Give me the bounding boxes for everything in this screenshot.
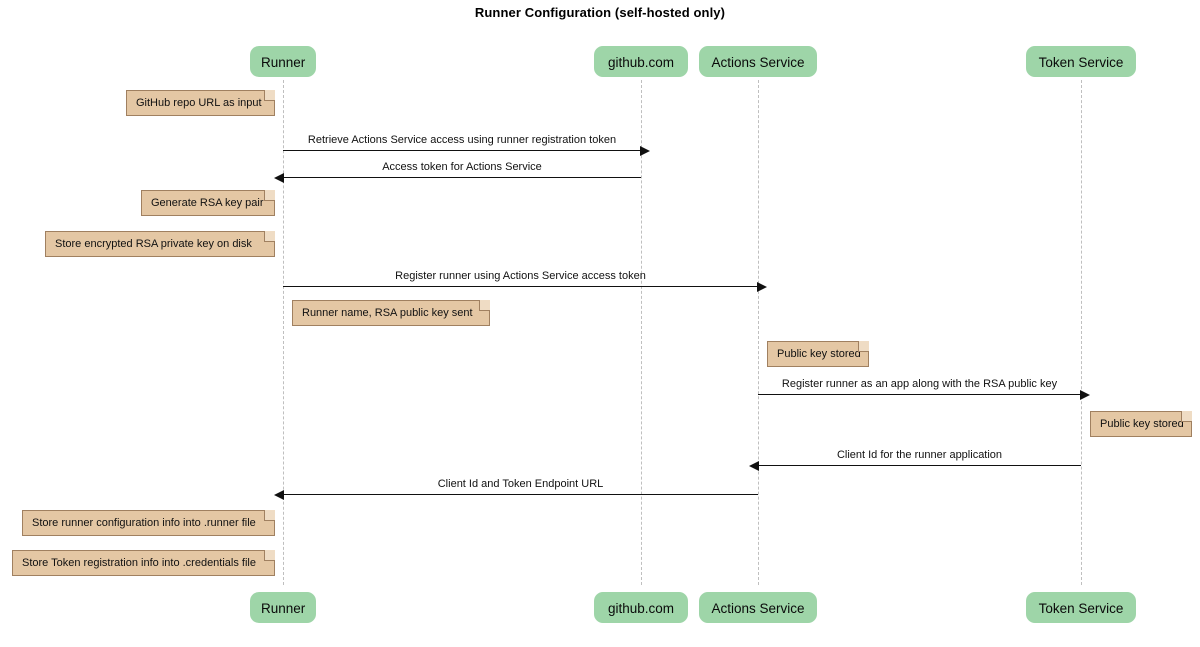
note-label: Public key stored (777, 348, 861, 360)
note-label: Public key stored (1100, 418, 1184, 430)
message-arrow (749, 461, 1081, 471)
arrow-head-icon (749, 461, 759, 471)
note: Runner name, RSA public key sent (292, 300, 490, 326)
note-fold-corner-icon (858, 341, 869, 352)
message-label: Retrieve Actions Service access using ru… (307, 134, 617, 146)
participant-runner-bottom[interactable]: Runner (250, 592, 316, 623)
participant-runner-top[interactable]: Runner (250, 46, 316, 77)
arrow-head-icon (274, 490, 284, 500)
arrow-head-icon (1080, 390, 1090, 400)
participant-actions-top[interactable]: Actions Service (699, 46, 817, 77)
message-label: Client Id for the runner application (836, 449, 1003, 461)
note-label: Runner name, RSA public key sent (302, 307, 473, 319)
note: Public key stored (1090, 411, 1192, 437)
note: Generate RSA key pair (141, 190, 275, 216)
note-fold-corner-icon (264, 190, 275, 201)
note: Store runner configuration info into .ru… (22, 510, 275, 536)
message-arrow (283, 282, 767, 292)
participant-token-top[interactable]: Token Service (1026, 46, 1136, 77)
message-arrow (758, 390, 1090, 400)
message-label: Access token for Actions Service (382, 161, 542, 173)
note-fold-corner-icon (479, 300, 490, 311)
message-arrow (283, 146, 650, 156)
note: Store encrypted RSA private key on disk (45, 231, 275, 257)
message-label: Register runner using Actions Service ac… (395, 270, 646, 282)
participant-github-top[interactable]: github.com (594, 46, 688, 77)
note-label: Store runner configuration info into .ru… (32, 517, 256, 529)
page-title: Runner Configuration (self-hosted only) (474, 5, 726, 20)
note-fold-corner-icon (264, 231, 275, 242)
note-label: Store encrypted RSA private key on disk (55, 238, 252, 250)
note-fold-corner-icon (1181, 411, 1192, 422)
lifeline-actions (758, 80, 759, 585)
lifeline-runner (283, 80, 284, 585)
arrow-head-icon (640, 146, 650, 156)
note-label: Store Token registration info into .cred… (22, 557, 256, 569)
message-label: Register runner as an app along with the… (781, 378, 1058, 390)
message-label: Client Id and Token Endpoint URL (437, 478, 604, 490)
note-fold-corner-icon (264, 550, 275, 561)
participant-token-bottom[interactable]: Token Service (1026, 592, 1136, 623)
note-fold-corner-icon (264, 510, 275, 521)
note: Public key stored (767, 341, 869, 367)
arrow-head-icon (274, 173, 284, 183)
note-label: Generate RSA key pair (151, 197, 264, 209)
message-arrow (274, 490, 758, 500)
lifeline-token (1081, 80, 1082, 585)
message-arrow (274, 173, 641, 183)
arrow-head-icon (757, 282, 767, 292)
participant-github-bottom[interactable]: github.com (594, 592, 688, 623)
note: Store Token registration info into .cred… (12, 550, 275, 576)
note-label: GitHub repo URL as input (136, 97, 262, 109)
lifeline-github (641, 80, 642, 585)
note-fold-corner-icon (264, 90, 275, 101)
note: GitHub repo URL as input (126, 90, 275, 116)
participant-actions-bottom[interactable]: Actions Service (699, 592, 817, 623)
